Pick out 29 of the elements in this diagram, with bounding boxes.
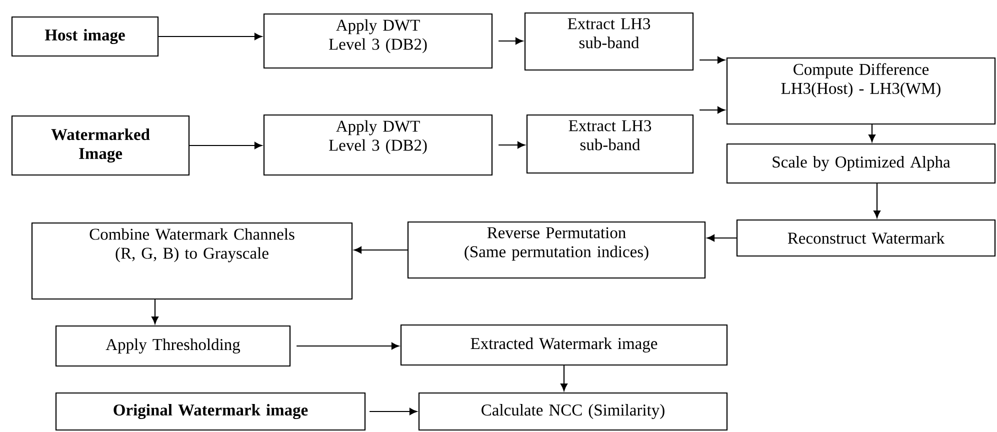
arrow [498, 142, 526, 148]
arrow [190, 142, 262, 149]
process-box: Compute Difference LH3(Host) - LH3(WM) [726, 57, 996, 125]
arrow [296, 342, 400, 350]
process-box: Calculate NCC (Similarity) [418, 392, 728, 431]
process-box: Watermarked Image [11, 115, 190, 176]
process-box: Apply Thresholding [55, 325, 291, 367]
arrow [370, 408, 418, 415]
arrow [152, 300, 158, 324]
arrow [354, 246, 408, 254]
arrow [874, 184, 880, 218]
process-box: Reverse Permutation (Same permutation indices) [407, 221, 706, 279]
arrow [498, 38, 524, 44]
process-box: Combine Watermark Channels (R, G, B) to Grayscale [31, 222, 353, 300]
process-box: Extract LH3 sub-band [526, 114, 694, 174]
process-box: Scale by Optimized Alpha [726, 143, 996, 184]
process-box: Host image [11, 16, 159, 57]
arrow [700, 106, 726, 114]
process-box: Original Watermark image [55, 392, 366, 431]
process-box: Apply DWT Level 3 (DB2) [263, 114, 493, 176]
process-box: Extract LH3 sub-band [524, 12, 694, 71]
process-box: Apply DWT Level 3 (DB2) [263, 13, 493, 69]
process-box: Reconstruct Watermark [736, 219, 996, 257]
arrow [706, 234, 736, 242]
arrow [158, 33, 262, 40]
arrow [560, 366, 568, 392]
arrow [700, 56, 726, 64]
arrow [868, 124, 876, 142]
process-box: Extracted Watermark image [400, 324, 728, 366]
